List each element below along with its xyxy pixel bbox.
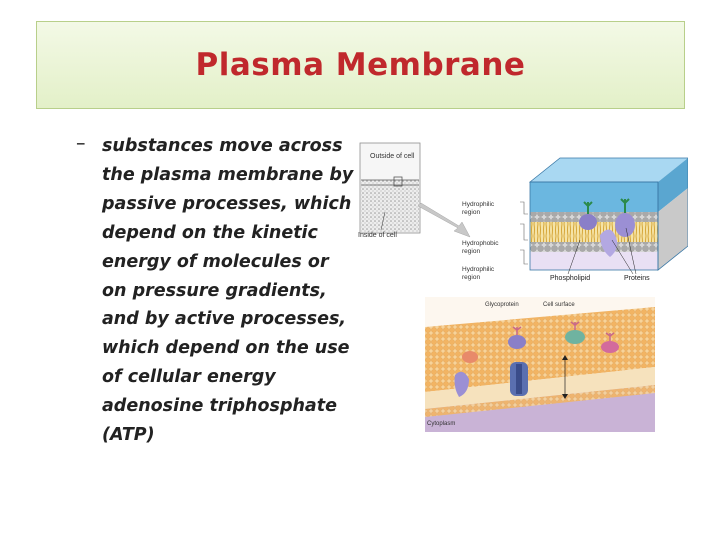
- inside-of-cell-label: Inside of cell: [358, 232, 397, 239]
- zoom-square: [393, 176, 403, 187]
- phospholipid-label: Phospholipid: [550, 275, 590, 282]
- region-brackets: [520, 201, 528, 265]
- title-box: Plasma Membrane: [36, 21, 685, 109]
- hydrophilic-top-label-2: region: [462, 209, 480, 216]
- protein-3: [600, 229, 618, 257]
- membrane-structure-figure: Outside of cell Inside of cell Hydrophil…: [358, 142, 688, 282]
- fluid-mosaic-figure: Glycoprotein Cell surface Cytoplasm: [425, 297, 655, 432]
- bullet-dash: –: [76, 132, 86, 154]
- hydrophobic-label-1: Hydrophobic: [462, 240, 499, 247]
- bullet-text: substances move across the plasma membra…: [102, 136, 354, 446]
- glycoprotein-label: Glycoprotein: [485, 302, 519, 308]
- zoom-arrow: [417, 202, 471, 238]
- hydrophobic-label-2: region: [462, 248, 480, 255]
- protein-1: [579, 214, 597, 230]
- proteins-label: Proteins: [624, 275, 650, 282]
- membrane-block: [528, 157, 688, 271]
- outside-of-cell-label: Outside of cell: [370, 153, 415, 160]
- hydrophilic-top-label-1: Hydrophilic: [462, 201, 495, 208]
- cell-surface-label: Cell surface: [543, 302, 575, 308]
- hydrophilic-bottom-label-1: Hydrophilic: [462, 266, 495, 273]
- cytoplasm-label: Cytoplasm: [427, 421, 455, 427]
- protein-2: [615, 213, 635, 237]
- slide-title: Plasma Membrane: [195, 47, 526, 83]
- glycoprotein: [508, 335, 526, 349]
- hydrophilic-bottom-label-2: region: [462, 274, 480, 281]
